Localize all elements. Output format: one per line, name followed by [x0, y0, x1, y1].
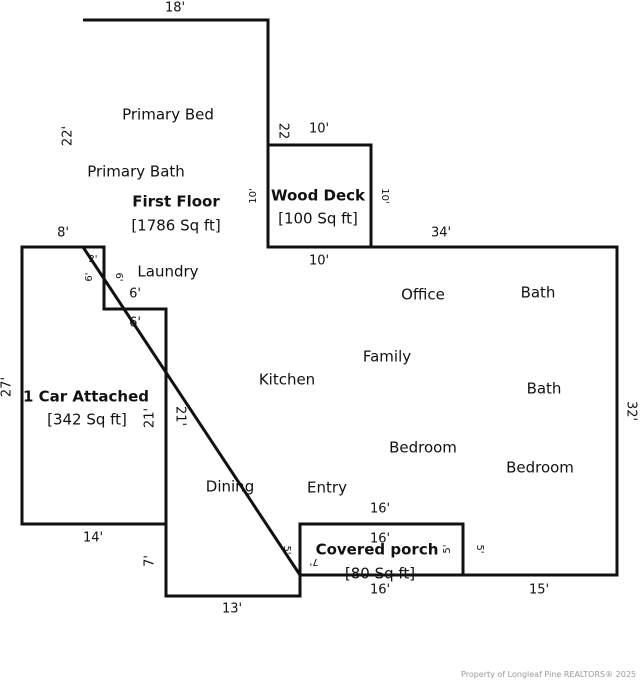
dim-laundry-h2: 6'	[129, 315, 141, 331]
room-bath-2: Bath	[526, 379, 562, 398]
dim-porch-right-inner: 5'	[442, 544, 453, 554]
room-primary-bed: Primary Bed	[122, 105, 214, 124]
dim-lower-left: 7'	[142, 555, 158, 567]
wood-deck-outline	[266, 143, 373, 249]
dim-porch-bottom: 16'	[369, 582, 391, 598]
dim-porch-left: 5'	[281, 545, 292, 555]
dim-deck-left: 10'	[248, 188, 259, 204]
garage-outline	[20, 245, 166, 526]
dim-left-upper: 22'	[60, 125, 76, 147]
room-entry: Entry	[307, 478, 347, 497]
porch-size: [80 Sq ft]	[344, 564, 416, 583]
dim-deck-right: 10'	[379, 188, 390, 204]
wood-deck-title: Wood Deck	[270, 186, 366, 205]
dim-laundry-small: 2'	[88, 254, 98, 265]
dim-garage-bottom: 14'	[82, 530, 104, 546]
covered-porch-outline	[298, 522, 465, 577]
dim-right-height: 32'	[623, 400, 639, 422]
dim-deck-top: 10'	[308, 121, 330, 137]
room-bedroom-1: Bedroom	[389, 438, 457, 457]
dim-garage-inner: 21'	[142, 407, 158, 429]
dim-garage-right: 21'	[172, 405, 188, 427]
dim-top-width: 18'	[164, 0, 186, 16]
room-kitchen: Kitchen	[258, 370, 316, 389]
dim-right-top: 34'	[430, 225, 452, 241]
room-office: Office	[401, 285, 445, 304]
watermark-credit: Property of Longleaf Pine REALTORS® 2025	[461, 670, 636, 679]
dim-porch-top-out: 16'	[369, 501, 391, 517]
dim-porch-right: 5'	[474, 544, 485, 554]
garage-title: 1 Car Attached	[23, 387, 149, 406]
dim-bottom-left: 13'	[221, 601, 243, 617]
dim-step-left: 8'	[57, 225, 69, 241]
wood-deck-size: [100 Sq ft]	[278, 209, 358, 228]
main-house-outline	[80, 18, 619, 598]
first-floor-title: First Floor	[132, 192, 220, 211]
dim-garage-height: 27'	[0, 376, 15, 398]
dim-laundry-v1: 6'	[84, 272, 95, 282]
dim-bed-right: 22	[275, 122, 291, 140]
room-bath-1: Bath	[520, 283, 556, 302]
room-laundry: Laundry	[137, 262, 199, 281]
first-floor-size: [1786 Sq ft]	[131, 216, 221, 235]
dim-porch-top-in: 16'	[369, 531, 391, 547]
dim-deck-bottom: 10'	[308, 253, 330, 269]
room-primary-bath: Primary Bath	[87, 162, 185, 181]
porch-title: Covered porch	[315, 540, 439, 559]
dim-porch-left-inner: 7'	[309, 556, 319, 567]
garage-size: [342 Sq ft]	[47, 410, 127, 429]
dim-bottom-right: 15'	[528, 582, 550, 598]
room-bedroom-2: Bedroom	[506, 458, 574, 477]
room-dining: Dining	[205, 477, 255, 496]
dim-laundry-h1: 6'	[129, 286, 141, 302]
dim-laundry-v2: 6'	[113, 272, 124, 282]
room-family: Family	[362, 347, 412, 366]
